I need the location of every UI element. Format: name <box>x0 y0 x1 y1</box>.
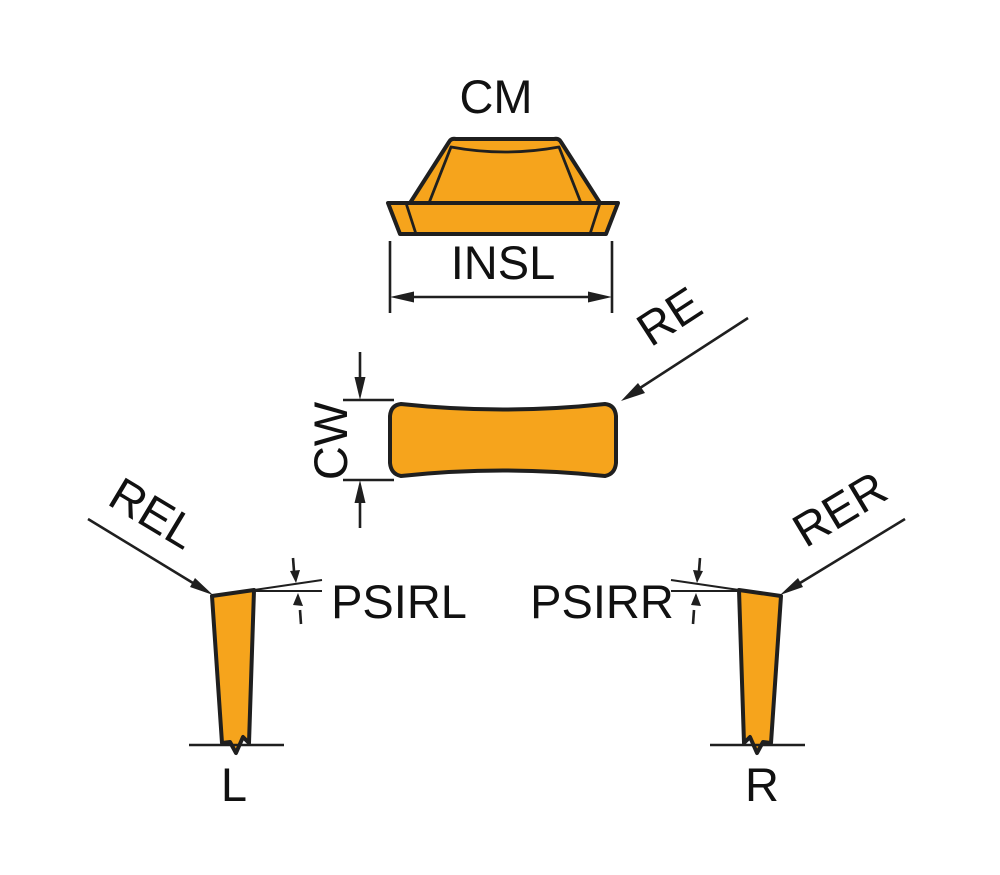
psirl-lower-arrow-line <box>298 609 303 625</box>
insl-arrowhead-left <box>390 291 414 303</box>
rer-leader-line <box>799 517 906 585</box>
cw-arrowhead-top <box>354 377 366 400</box>
psirr-lower-arrowhead <box>691 593 701 606</box>
rer-arrowhead <box>780 578 803 595</box>
cw-label: CW <box>304 401 357 480</box>
psirl-angle-lines <box>253 579 323 592</box>
psirr-angle-lines <box>670 579 740 592</box>
psirr-lower-arrow-line <box>691 609 696 625</box>
psirl-label: PSIRL <box>331 575 467 628</box>
re-label: RE <box>627 276 711 356</box>
rel-leader-line <box>87 517 194 585</box>
left-insert-shape <box>210 588 256 755</box>
re-arrowhead <box>621 383 645 401</box>
cw-arrowhead-bottom <box>354 480 366 503</box>
top-view-insert-shape <box>388 402 618 478</box>
psirr-upper-arrowhead <box>693 570 703 583</box>
right-insert-shape <box>737 588 783 755</box>
l-label: L <box>221 758 247 811</box>
front-view-crown-facet-lines <box>427 145 583 205</box>
cm-label: CM <box>459 70 532 123</box>
psirl-lower-arrowhead <box>293 593 303 606</box>
r-label: R <box>745 758 779 811</box>
insl-label: INSL <box>451 236 556 289</box>
rel-arrowhead <box>190 578 213 595</box>
psirl-upper-arrow-line <box>291 557 296 572</box>
insl-extension-lines <box>388 241 614 313</box>
re-leader-line <box>639 316 749 390</box>
psirr-upper-arrow-line <box>697 557 702 572</box>
front-view-crown-shape <box>408 136 602 205</box>
rel-label: REL <box>101 467 207 560</box>
front-view-base-facet-lines <box>404 201 602 236</box>
psirr-label: PSIRR <box>530 575 674 628</box>
rer-label: RER <box>783 461 895 558</box>
psirl-upper-arrowhead <box>290 570 300 583</box>
insl-arrowhead-right <box>588 291 612 303</box>
cw-extension-lines <box>343 398 394 482</box>
front-view-base-shape <box>386 201 620 236</box>
